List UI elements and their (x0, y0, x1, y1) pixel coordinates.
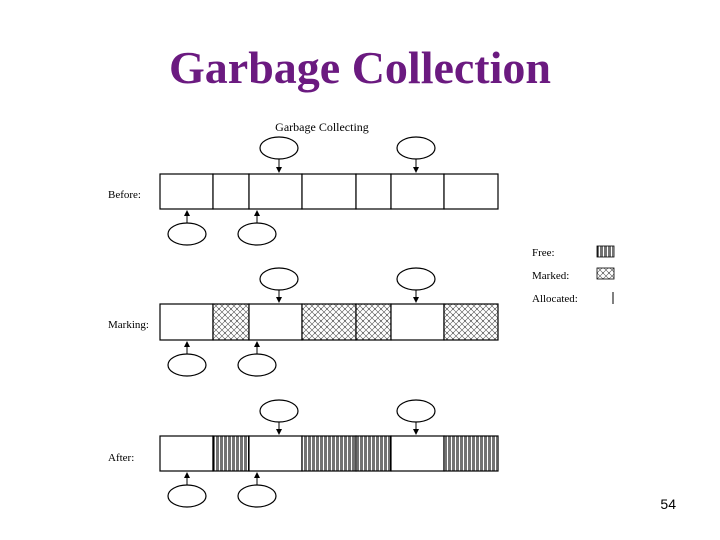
pointer-node-bottom-1 (167, 472, 207, 508)
heap-cell (390, 303, 445, 341)
heap-cell (443, 303, 499, 341)
heap-cell (159, 173, 214, 210)
heap-cell (248, 303, 303, 341)
heap-cell (248, 435, 303, 472)
heap-cell (390, 173, 445, 210)
heap-cell (301, 435, 357, 472)
heap-cell (212, 303, 250, 341)
heap-cell (212, 173, 250, 210)
heap-cell (355, 303, 392, 341)
phase-label-after: After: (108, 452, 134, 464)
pointer-node-top-1 (259, 136, 299, 173)
heap-cell (248, 173, 303, 210)
pointer-node-top-2 (396, 267, 436, 303)
diagram-heading: Garbage Collecting (275, 120, 369, 134)
legend-label-free: Free: (532, 247, 555, 259)
pointer-node-bottom-1 (167, 210, 207, 246)
pointer-node-bottom-2 (237, 210, 277, 246)
legend: Free: Marked: Allocated: (532, 245, 615, 305)
heap-cell (301, 303, 357, 341)
pointer-node-bottom-1 (167, 341, 207, 377)
legend-swatch-free (596, 245, 615, 258)
pointer-node-bottom-2 (237, 341, 277, 377)
heap-cell (390, 435, 445, 472)
phase-label-marking: Marking: (108, 319, 149, 331)
pointer-node-top-2 (396, 136, 436, 173)
pointer-node-bottom-2 (237, 472, 277, 508)
heap-cell (212, 435, 250, 472)
pointer-node-top-1 (259, 399, 299, 435)
heap-cell (159, 435, 214, 472)
heap-cell (443, 173, 499, 210)
heap-cell (355, 435, 392, 472)
heap-cell (301, 173, 357, 210)
heap-cell (355, 173, 392, 210)
heap-cell (443, 435, 499, 472)
legend-swatch-marked (596, 267, 615, 280)
phase-after: After: (108, 399, 499, 508)
legend-label-allocated: Allocated: (532, 293, 578, 305)
heap-cell (159, 303, 214, 341)
phase-marking: Marking: (108, 267, 499, 377)
pointer-node-top-2 (396, 399, 436, 435)
page-number: 54 (660, 496, 676, 512)
slide-title: Garbage Collection (169, 42, 551, 93)
phase-label-before: Before: (108, 189, 141, 201)
legend-label-marked: Marked: (532, 270, 569, 282)
pointer-node-top-1 (259, 267, 299, 303)
phase-before: Before: (108, 136, 499, 246)
